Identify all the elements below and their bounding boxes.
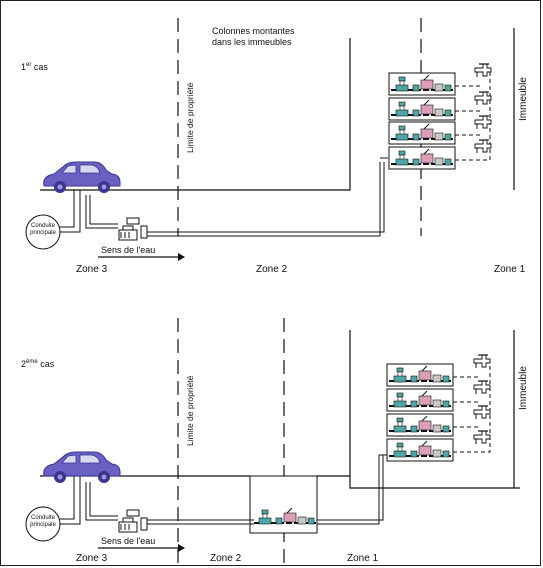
risers-title-line1: Colonnes montantes xyxy=(212,26,295,36)
case1-diagram xyxy=(25,18,515,261)
case2-zone2-label: Zone 2 xyxy=(210,553,242,564)
case1-meter-rack xyxy=(388,72,456,170)
case2-building-label: Immeuble xyxy=(518,366,529,410)
case1-faucets xyxy=(474,63,492,154)
case2-property-limit-label: Limite de propriété xyxy=(185,375,195,446)
case2-car-icon xyxy=(43,451,121,484)
case2-faucets xyxy=(473,354,491,445)
case1-car-icon xyxy=(43,161,121,194)
risers-title: Colonnes montantes dans les immeubles xyxy=(212,26,295,48)
case1-zone2-label: Zone 2 xyxy=(256,264,288,275)
case1-label: 1er cas xyxy=(21,62,48,72)
case2-diagram xyxy=(25,318,520,566)
case1-building-ground-line xyxy=(120,38,351,191)
case1-street-valve-icon xyxy=(118,217,140,241)
case1-property-limit-label: Limite de propriété xyxy=(185,82,195,153)
case2-meter-chamber xyxy=(249,475,318,534)
risers-title-line2: dans les immeubles xyxy=(212,37,292,47)
case2-label: 2ème cas xyxy=(21,359,55,369)
case2-flow-arrow-icon xyxy=(178,544,185,552)
case1-flow-arrow-icon xyxy=(178,253,185,261)
case2-meter-rack xyxy=(386,363,454,462)
case2-zone1-label: Zone 1 xyxy=(347,553,379,564)
case1-zone3-label: Zone 3 xyxy=(76,264,108,275)
case2-street-valve-icon xyxy=(118,509,140,533)
case2-zone3-label: Zone 3 xyxy=(76,553,108,564)
case1-zone1-label: Zone 1 xyxy=(494,264,526,275)
case1-flow-label: Sens de l'eau xyxy=(101,245,156,255)
case2-flow-label: Sens de l'eau xyxy=(101,536,156,546)
case1-building-label: Immeuble xyxy=(518,77,529,121)
